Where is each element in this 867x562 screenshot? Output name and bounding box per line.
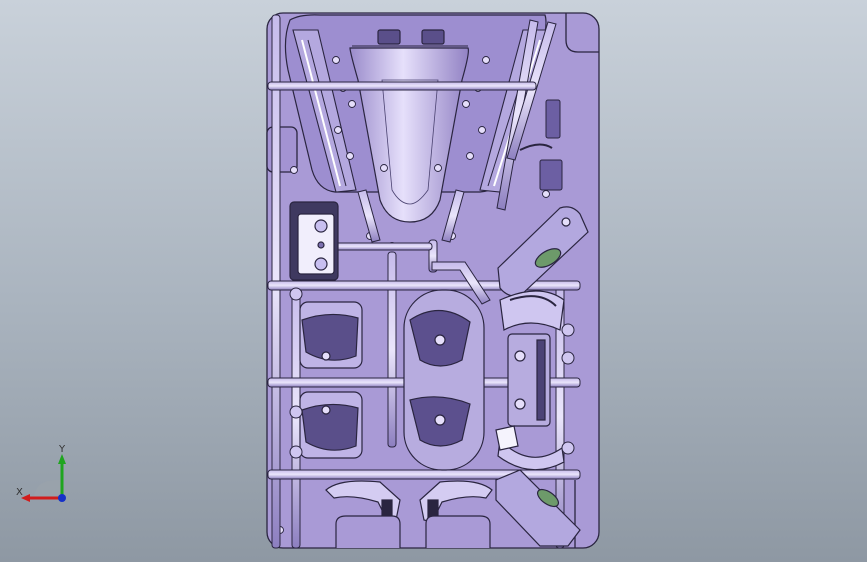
y-axis-label: Y — [58, 444, 66, 455]
z-axis-dot — [58, 494, 66, 502]
center-part — [403, 289, 485, 471]
left-slider — [292, 29, 357, 193]
coordinate-triad: Y X — [16, 444, 66, 502]
bottom-parts — [325, 480, 493, 548]
left-cavity-lower — [299, 391, 363, 459]
sprue-box — [289, 201, 339, 281]
bottom-right-block — [495, 469, 581, 547]
left-cavity-upper — [299, 301, 363, 369]
runner-nodes — [289, 287, 575, 459]
cone-cavity — [284, 14, 547, 223]
x-axis-label: X — [16, 487, 23, 498]
tilted-block — [497, 206, 589, 297]
right-vertical-plate — [507, 333, 551, 427]
right-cavity-upper — [499, 290, 565, 331]
x-axis-arrowhead — [21, 494, 30, 502]
y-axis-arrowhead — [58, 454, 66, 464]
right-fixtures — [519, 99, 563, 191]
right-cavity-lower — [495, 425, 565, 471]
